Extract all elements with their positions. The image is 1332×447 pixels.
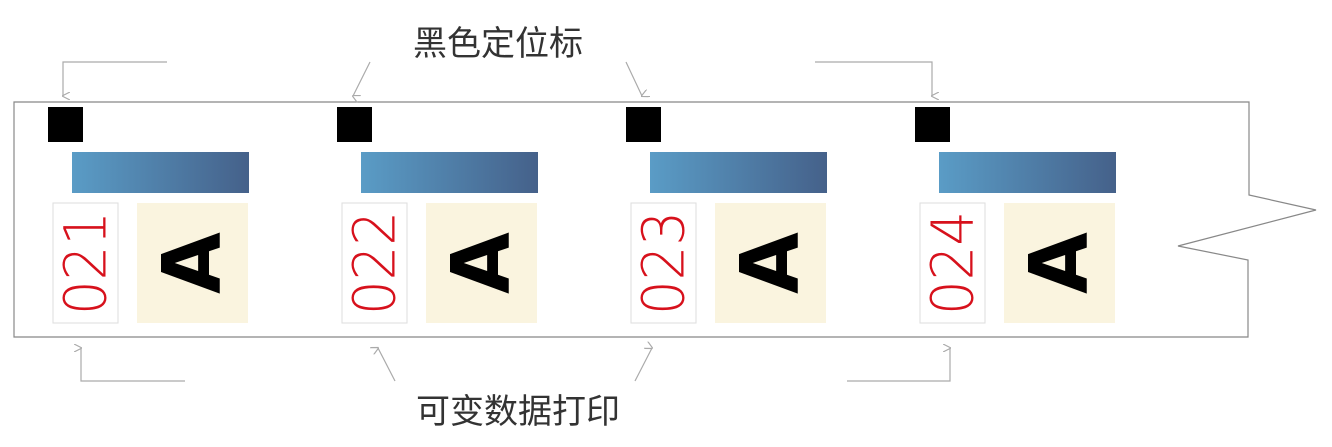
gradient-bar [361,152,538,193]
arrow-marker-3 [625,61,642,96]
arrow-marker-1 [63,61,167,96]
arrow-marker-4 [815,61,932,96]
variable-letter: A [1013,232,1106,294]
variable-letter: A [435,232,528,294]
number-box [52,202,119,324]
label-variable-data-printing: 可变数据打印 [416,392,620,432]
gradient-bar [72,152,249,193]
variable-letter: A [146,232,239,294]
label-black-marker: 黑色定位标 [413,24,583,64]
letter-box [715,203,826,323]
number-box [630,202,697,324]
variable-letter: A [724,232,817,294]
gradient-bar [650,152,827,193]
arrow-data-1 [81,348,185,382]
letter-box [426,203,537,323]
arrow-data-4 [847,348,950,382]
arrow-marker-2 [353,61,371,96]
serial-number: 021 [52,211,120,315]
label-unit: 021 A [48,107,249,324]
black-positioning-marker [337,107,372,142]
serial-number: 024 [919,211,987,315]
arrow-data-2 [378,348,396,382]
gradient-bar [939,152,1116,193]
serial-number: 022 [341,211,409,315]
number-box [341,202,408,324]
black-positioning-marker [626,107,661,142]
letter-box [137,203,248,323]
number-box [919,202,986,324]
label-unit: 024 A [915,107,1116,324]
label-unit: 022 A [337,107,538,324]
arrow-data-3 [634,348,652,382]
serial-number: 023 [630,211,698,315]
letter-box [1004,203,1115,323]
black-positioning-marker [915,107,950,142]
label-unit: 023 A [626,107,827,324]
black-positioning-marker [48,107,83,142]
